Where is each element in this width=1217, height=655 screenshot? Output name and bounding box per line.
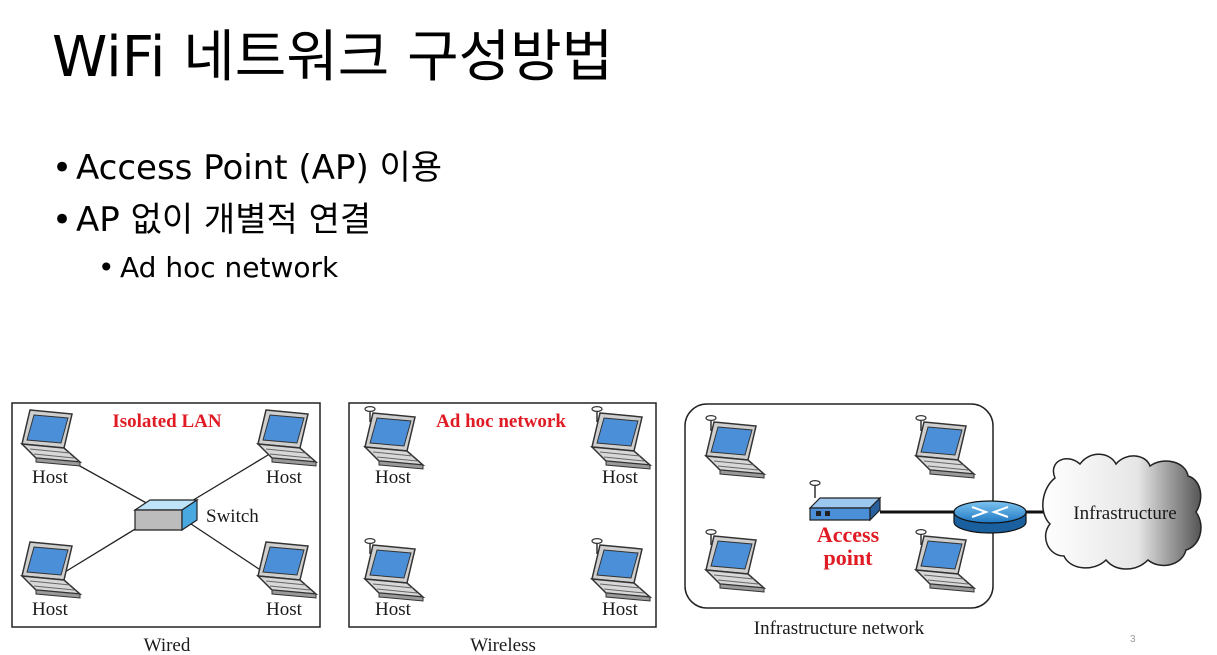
host-label: Host bbox=[32, 467, 69, 488]
host-label: Host bbox=[32, 599, 69, 620]
bullet-item: •Access Point (AP) 이용 bbox=[52, 148, 443, 188]
host-label: Host bbox=[602, 599, 639, 620]
link-line bbox=[184, 454, 269, 506]
bullet-text: AP 없이 개별적 연결 bbox=[76, 200, 372, 240]
link-line bbox=[184, 519, 269, 576]
switch-label: Switch bbox=[206, 506, 259, 527]
infrastructure-panel: Access point Infrastructure Infrastructu… bbox=[684, 403, 1202, 639]
host-label: Host bbox=[375, 467, 412, 488]
ap-label: Access bbox=[817, 522, 880, 547]
wired-caption: Wired bbox=[144, 635, 191, 655]
slide-title: WiFi 네트워크 구성방법 bbox=[52, 25, 614, 90]
router-icon bbox=[953, 500, 1027, 534]
cloud-icon bbox=[1042, 453, 1202, 570]
access-point-icon bbox=[808, 480, 882, 522]
cloud-label: Infrastructure bbox=[1073, 503, 1176, 524]
wireless-panel: Ad hoc network Host Host Host Host Wirel… bbox=[348, 402, 657, 655]
ap-label: point bbox=[824, 545, 874, 570]
isolated-lan-title: Isolated LAN bbox=[112, 411, 222, 432]
switch-icon bbox=[133, 498, 199, 532]
host-label: Host bbox=[375, 599, 412, 620]
wired-panel: Isolated LAN Switch Host Host Host Host … bbox=[11, 402, 321, 655]
sub-bullet-item: •Ad hoc network bbox=[98, 251, 339, 284]
wireless-caption: Wireless bbox=[470, 635, 536, 655]
infrastructure-caption: Infrastructure network bbox=[754, 618, 925, 639]
bullet-text: Access Point (AP) 이용 bbox=[76, 148, 443, 188]
host-label: Host bbox=[602, 467, 639, 488]
bullet-list: •Access Point (AP) 이용 •AP 없이 개별적 연결 •Ad … bbox=[52, 142, 442, 290]
page-number: 3 bbox=[1130, 634, 1136, 645]
host-label: Host bbox=[266, 599, 303, 620]
bullet-text: Ad hoc network bbox=[120, 251, 339, 284]
adhoc-title: Ad hoc network bbox=[436, 411, 566, 432]
bullet-item: •AP 없이 개별적 연결 bbox=[52, 200, 372, 240]
host-label: Host bbox=[266, 467, 303, 488]
